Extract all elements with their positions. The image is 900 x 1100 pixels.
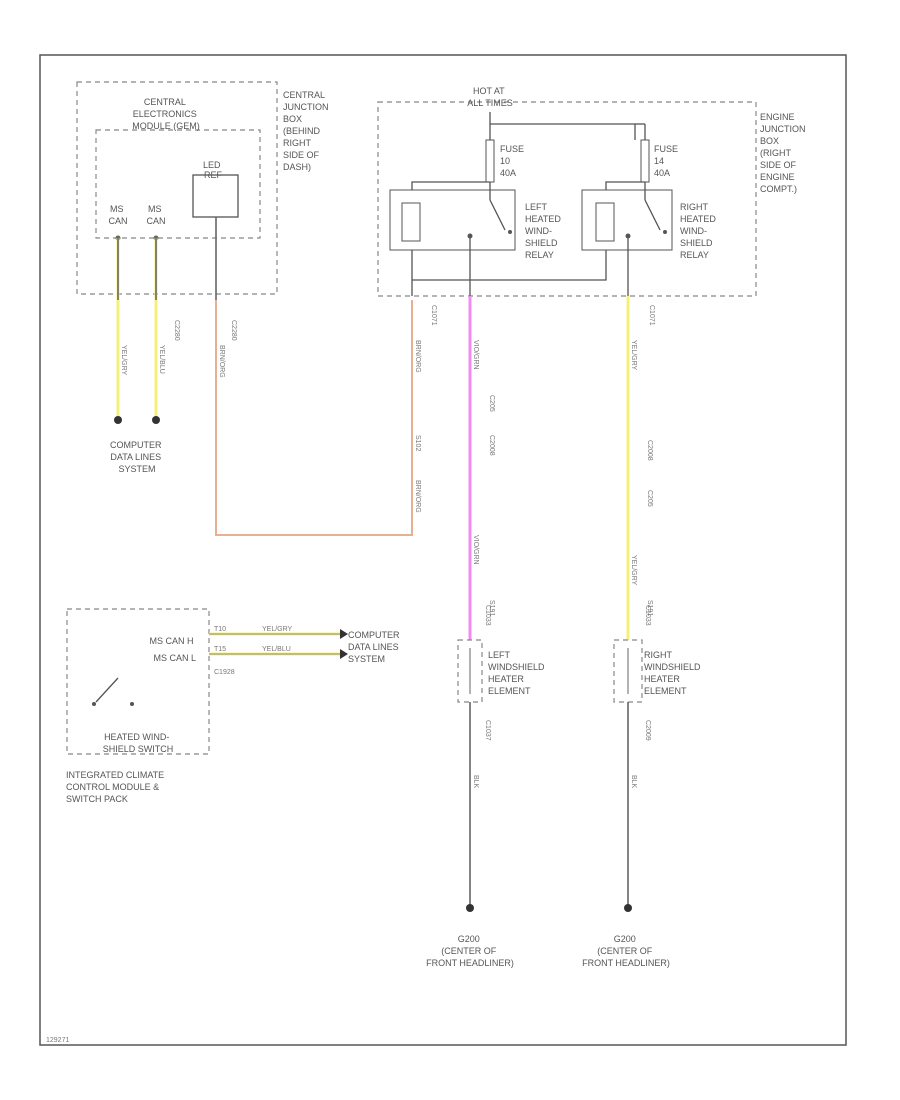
svg-text:YEL/GRY: YEL/GRY	[630, 555, 637, 586]
fuse-right	[640, 139, 650, 183]
svg-text:INTEGRATED CLIMATE CONTR: INTEGRATED CLIMATE CONTROL MODULE & SWIT…	[66, 770, 167, 804]
svg-text:HOT AT ALL TIMES: HOT AT ALL TIMES	[467, 86, 513, 108]
svg-text:RIGHT HEATED W: RIGHT HEATED WIND- SHIELD RELAY	[680, 202, 718, 260]
computer-data-lines-label: COMPUTER DATA LINES SYSTEM	[110, 440, 164, 474]
svg-text:C2008: C2008	[646, 440, 653, 461]
svg-text:LEFT HEATED WI: LEFT HEATED WIND- SHIELD RELAY	[525, 202, 563, 260]
ground-icon	[466, 904, 474, 912]
svg-text:T15: T15	[214, 646, 226, 653]
svg-text:CENTRAL JUNCTION B: CENTRAL JUNCTION BOX (BEHIND RIGHT SIDE …	[283, 90, 331, 172]
left-heater-feed-wire: VIO/GRN C205 C2008 VIO/GRN S191	[468, 296, 495, 640]
svg-text:C2008: C2008	[488, 435, 495, 456]
svg-text:C205: C205	[488, 395, 495, 412]
arrow-right-icon	[340, 629, 348, 639]
svg-text:S102: S102	[414, 435, 421, 451]
svg-text:ENGINE JUNCTION BO: ENGINE JUNCTION BOX (RIGHT SIDE OF ENGIN…	[760, 112, 808, 194]
svg-text:MS CAN: MS CAN	[108, 204, 127, 226]
svg-text:YEL/GRY: YEL/GRY	[120, 345, 127, 376]
engine-junction-box: HOT AT ALL TIMES ENGINE JUNCTION BOX (RI…	[377, 86, 808, 326]
svg-text:BLK: BLK	[630, 775, 637, 789]
diagram-code: 129271	[46, 1037, 69, 1044]
right-heater-element: C1033 RIGHT WINDSHIELD HEATER ELEMENT C2…	[582, 605, 703, 968]
svg-text:C2009: C2009	[644, 720, 651, 741]
svg-text:YEL/GRY: YEL/GRY	[262, 626, 293, 633]
integrated-climate-control-module: MS CAN H MS CAN L HEATED WIND- SHIELD SW…	[66, 608, 402, 804]
left-relay: LEFT HEATED WIND- SHIELD RELAY	[389, 181, 563, 296]
svg-text:BRN/ORG: BRN/ORG	[218, 345, 225, 378]
svg-text:YEL/BLU: YEL/BLU	[158, 345, 165, 374]
svg-text:BRN/ORG: BRN/ORG	[414, 340, 421, 373]
svg-text:T10: T10	[214, 626, 226, 633]
led-orange-wire: BRN/ORG BRN/ORG S102 BRN/ORG	[215, 217, 421, 536]
svg-text:BRN/ORG: BRN/ORG	[414, 480, 421, 513]
svg-text:MS CAN H MS CAN L: MS CAN H MS CAN L	[149, 636, 196, 663]
data-line-terminal	[152, 416, 160, 424]
svg-text:C1928: C1928	[214, 669, 235, 676]
svg-text:RIGHT WINDSHIELD H: RIGHT WINDSHIELD HEATER ELEMENT	[644, 650, 703, 696]
central-junction-box: CENTRAL ELECTRONICS MODULE (GEM) CENTRAL…	[76, 81, 331, 341]
computer-data-lines-label: COMPUTER DATA LINES SYSTEM	[348, 630, 402, 664]
right-relay: RIGHT HEATED WIND- SHIELD RELAY	[412, 181, 718, 296]
svg-text:LED REF: LED REF	[203, 160, 223, 180]
diagram-border	[39, 54, 847, 1046]
svg-text:C1071: C1071	[648, 305, 655, 326]
ground-icon	[624, 904, 632, 912]
svg-text:YEL/GRY: YEL/GRY	[630, 340, 637, 371]
svg-text:BLK: BLK	[472, 775, 479, 789]
svg-text:VIO/GRN: VIO/GRN	[472, 535, 479, 565]
svg-text:VIO/GRN: VIO/GRN	[472, 340, 479, 370]
svg-text:C2280: C2280	[230, 320, 237, 341]
fuse-left	[485, 139, 495, 183]
svg-text:G200 (CENTER OF FR: G200 (CENTER OF FRONT HEADLINER)	[582, 934, 670, 968]
cjb-data-wires: YEL/GRY YEL/BLU COMPUTER DATA LINES SYST…	[110, 238, 165, 474]
heated-windshield-switch-label: HEATED WIND- SHIELD SWITCH	[103, 732, 174, 754]
svg-text:MS CAN: MS CAN	[146, 204, 165, 226]
svg-text:FUSE 10 40A: FUSE 10 40A	[500, 144, 527, 178]
svg-text:CENTRAL ELECTRONICS: CENTRAL ELECTRONICS MODULE (GEM)	[132, 97, 200, 131]
arrow-right-icon	[340, 649, 348, 659]
svg-text:FUSE 14 40A: FUSE 14 40A	[654, 144, 681, 178]
svg-text:S191: S191	[646, 600, 653, 616]
svg-text:C2280: C2280	[173, 320, 180, 341]
svg-text:C1033: C1033	[484, 605, 491, 626]
svg-text:C1037: C1037	[484, 720, 491, 741]
data-line-terminal	[114, 416, 122, 424]
svg-text:LEFT WINDSHIELD HE: LEFT WINDSHIELD HEATER ELEMENT	[488, 650, 547, 696]
svg-text:C1033: C1033	[644, 605, 651, 626]
svg-text:S191: S191	[488, 600, 495, 616]
left-heater-element: C1033 LEFT WINDSHIELD HEATER ELEMENT C10…	[426, 605, 547, 968]
svg-text:C1071: C1071	[430, 305, 437, 326]
svg-text:C205: C205	[646, 490, 653, 507]
svg-text:YEL/BLU: YEL/BLU	[262, 646, 291, 653]
right-heater-feed-wire: YEL/GRY C2008 C205 YEL/GRY S191	[626, 296, 653, 640]
led-ref-box	[192, 174, 239, 218]
svg-text:G200 (CENTER OF FR: G200 (CENTER OF FRONT HEADLINER)	[426, 934, 514, 968]
